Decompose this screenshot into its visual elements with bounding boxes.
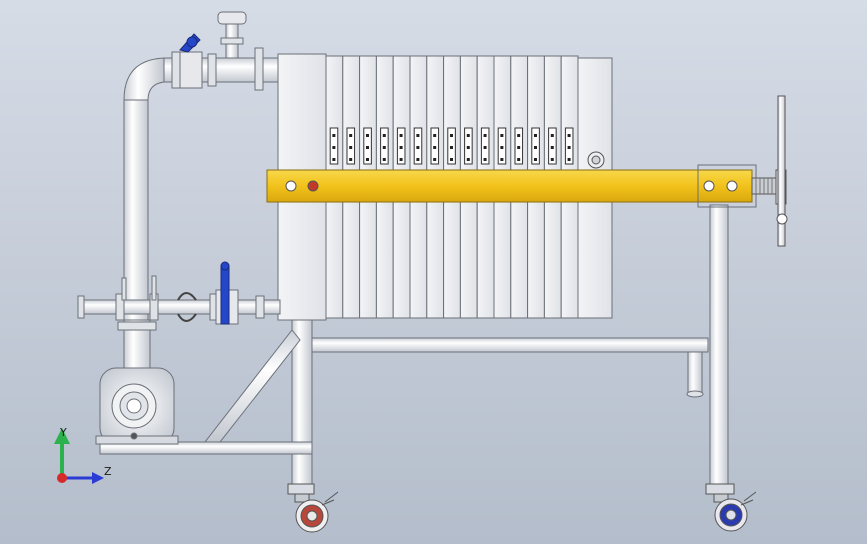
plate-handle-bolt xyxy=(466,146,470,149)
outlet-pipe xyxy=(77,275,281,322)
inlet-valve[interactable] xyxy=(179,33,203,89)
plate-handle-bolt xyxy=(533,146,537,149)
plate-handle-bolt xyxy=(567,134,571,137)
plate-handle-bolt xyxy=(517,158,521,161)
plate-handle-bolt xyxy=(550,146,554,149)
caster-left xyxy=(287,483,339,533)
plate-handle-bolt xyxy=(332,134,336,137)
plate-handle-bolt xyxy=(365,146,369,149)
plate-handle-bolt xyxy=(500,146,504,149)
plate-handle-bolt xyxy=(365,158,369,161)
plate-handle-bolt xyxy=(349,146,353,149)
plate-handle-bolt xyxy=(466,134,470,137)
coordinate-triad: Y Z xyxy=(54,426,112,484)
plate-handle-bolt xyxy=(433,134,437,137)
plate-handle-bolt xyxy=(416,158,420,161)
plate-handle-bolt xyxy=(550,158,554,161)
plate-handle-bolt xyxy=(550,134,554,137)
plate-handle-bolt xyxy=(533,158,537,161)
plate-handle-bolt xyxy=(466,158,470,161)
plate-handle-bolt xyxy=(567,146,571,149)
beam-bolt-hole xyxy=(285,180,297,192)
plate-handle-bolt xyxy=(533,134,537,137)
plate-handle-bolt xyxy=(332,158,336,161)
plate-handle-bolt xyxy=(483,146,487,149)
plate-handle-bolt xyxy=(365,134,369,137)
triad-z-label: Z xyxy=(104,465,112,478)
plate-handle-bolt xyxy=(332,146,336,149)
caster-right xyxy=(705,483,757,532)
plate-handle-bolt xyxy=(449,146,453,149)
plate-handle-bolt xyxy=(399,134,403,137)
plate-handle-bolt xyxy=(483,158,487,161)
feed-pump xyxy=(95,319,179,445)
plate-handle-bolt xyxy=(517,146,521,149)
plate-handle-bolt xyxy=(416,146,420,149)
plate-handle-bolt xyxy=(399,158,403,161)
filter-plates xyxy=(325,55,579,319)
plate-handle-bolt xyxy=(382,158,386,161)
beam-bolt-hole xyxy=(703,180,715,192)
plate-handle-bolt xyxy=(399,146,403,149)
plate-handle-bolt xyxy=(483,134,487,137)
plate-handle-bolt xyxy=(349,134,353,137)
support-stand xyxy=(99,204,729,489)
plate-handle-bolt xyxy=(433,158,437,161)
triad-y-label: Y xyxy=(59,426,67,439)
plate-handle-bolt xyxy=(500,134,504,137)
plate-handle-bolt xyxy=(382,134,386,137)
side-beam xyxy=(266,151,757,208)
plate-handle-bolt xyxy=(449,158,453,161)
compression-screw[interactable] xyxy=(751,95,788,247)
plate-handle-bolt xyxy=(500,158,504,161)
plate-handle-bolt xyxy=(433,146,437,149)
plate-handle-bolt xyxy=(449,134,453,137)
plate-handle-bolt xyxy=(567,158,571,161)
pressure-indicator xyxy=(307,180,319,192)
plate-handle-bolt xyxy=(349,158,353,161)
outlet-valve[interactable] xyxy=(215,261,239,325)
plate-handle-bolt xyxy=(382,146,386,149)
plate-handle-bolt xyxy=(517,134,521,137)
plate-handle-bolt xyxy=(416,134,420,137)
beam-bolt-hole xyxy=(726,180,738,192)
